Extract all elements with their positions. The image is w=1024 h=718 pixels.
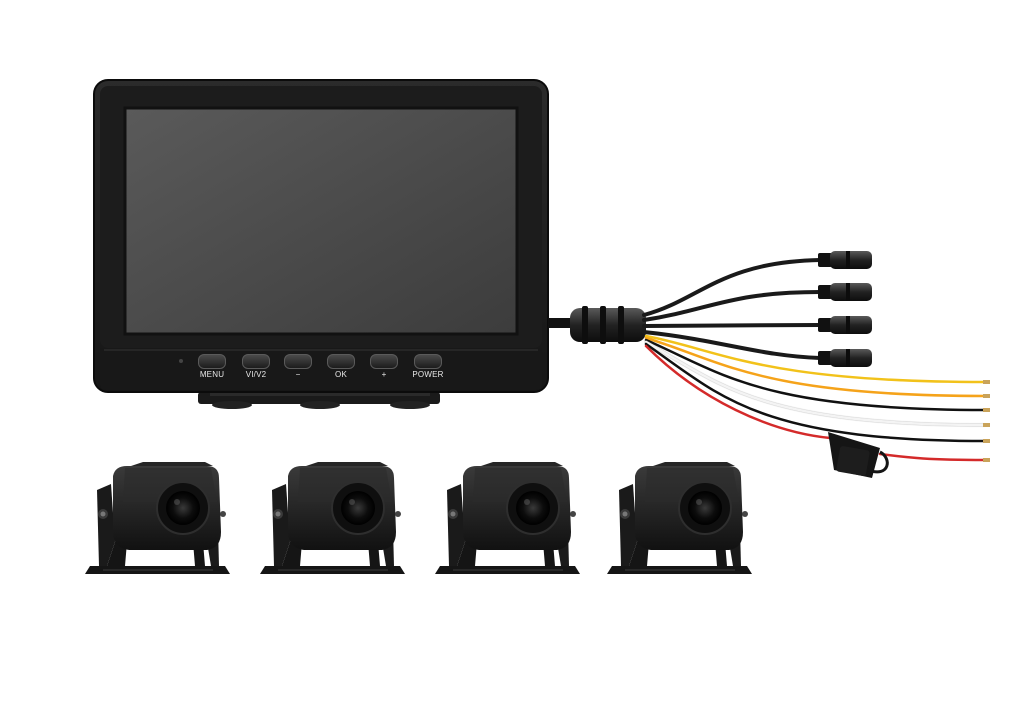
connector-3	[818, 316, 872, 334]
connector-2	[818, 283, 872, 301]
minus-label: −	[295, 370, 301, 379]
wire-yellow	[644, 334, 987, 384]
monitor-screen	[123, 106, 519, 336]
v1v2-button[interactable]	[242, 354, 270, 369]
minus-button[interactable]	[284, 354, 312, 369]
wire-black-2	[644, 342, 987, 443]
wire-red	[644, 344, 832, 440]
ok-button[interactable]	[327, 354, 355, 369]
plus-button[interactable]	[370, 354, 398, 369]
v1v2-label: VI/V2	[245, 370, 267, 379]
plus-label: +	[381, 370, 387, 379]
aviation-connectors	[818, 251, 872, 367]
monitor	[93, 79, 572, 409]
power-button[interactable]	[414, 354, 442, 369]
connector-4	[818, 349, 872, 367]
power-label: POWER	[412, 370, 444, 379]
camera-4	[606, 461, 753, 575]
cameras	[85, 461, 753, 575]
camera-2	[259, 461, 406, 575]
wire-tips	[983, 380, 990, 462]
cable-hub	[570, 306, 646, 344]
power-wires	[644, 334, 987, 462]
wire-black	[644, 338, 987, 412]
ok-label: OK	[335, 370, 347, 379]
power-led	[179, 359, 183, 363]
wire-orange	[644, 336, 987, 398]
connector-1	[818, 251, 872, 269]
fuse-holder	[828, 432, 889, 478]
camera-3	[434, 461, 581, 575]
menu-button[interactable]	[198, 354, 226, 369]
menu-label: MENU	[199, 370, 225, 379]
camera-lens	[166, 491, 200, 525]
camera-1	[85, 462, 230, 574]
camera-cables	[642, 258, 822, 360]
wire-white	[644, 340, 987, 427]
